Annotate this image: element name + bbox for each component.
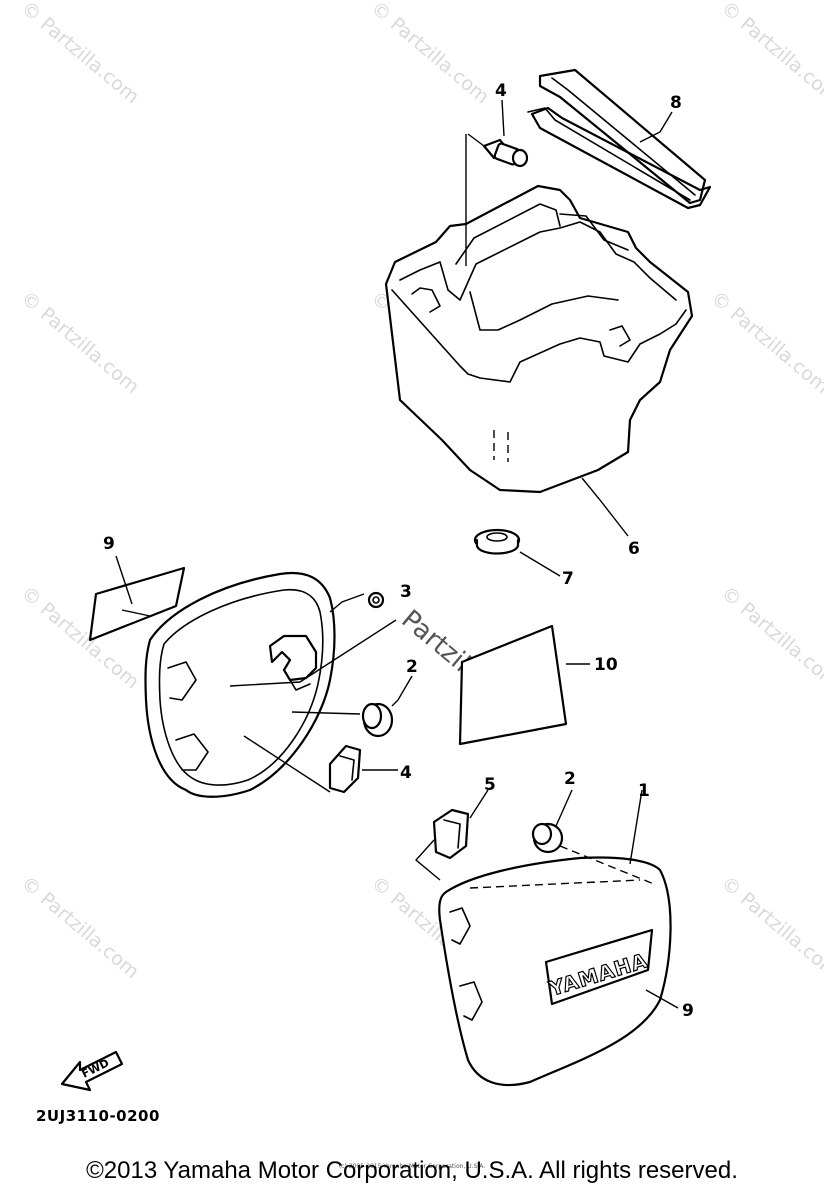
- callout-9a: 9: [103, 534, 115, 554]
- callout-6: 7: [562, 569, 574, 589]
- strap-part: [527, 68, 712, 210]
- callout-4b: 5: [484, 775, 496, 795]
- damper-upper-part: [361, 702, 394, 738]
- callout-2b: 2: [564, 769, 576, 789]
- callouts: 4 8 6 7 9 3 10 2 4 5 2 1 9: [103, 81, 694, 1021]
- label-sheet-part: [458, 624, 568, 746]
- washer-part: [367, 591, 385, 609]
- callout-7: 4: [495, 81, 507, 101]
- callout-8: 8: [670, 93, 682, 113]
- small-copyright: (c) 2005-2015 Yamaha Motor Corporation, …: [338, 1163, 486, 1170]
- fwd-arrow-icon: FWD: [60, 1050, 124, 1092]
- decal-strip-part: [88, 566, 186, 642]
- watermark: © Partzilla.com: [17, 287, 143, 398]
- callout-1: 1: [638, 781, 650, 801]
- right-side-cover-part: YAMAHA: [438, 856, 672, 1087]
- watermark: © Partzilla.com: [17, 0, 143, 108]
- copyright-footer: ©2013 Yamaha Motor Corporation, U.S.A. A…: [86, 1157, 738, 1184]
- leader-lines: [115, 99, 679, 1009]
- grommet-part: [473, 528, 521, 555]
- callout-2a: 2: [406, 657, 418, 677]
- watermark-group: © Partzilla.com © Partzilla.com © Partzi…: [17, 0, 824, 983]
- bolt-part: [482, 138, 529, 168]
- damper-lower-part: [531, 822, 564, 854]
- clip-lower-part: [432, 808, 470, 860]
- watermark: © Partzilla.com: [717, 582, 824, 693]
- watermark: © Partzilla.com: [17, 872, 143, 983]
- watermark: © Partzilla.com: [717, 0, 824, 108]
- watermark: © Partzilla.com: [717, 872, 824, 983]
- watermark: © Partzilla.com: [367, 0, 493, 108]
- callout-3: 3: [400, 582, 412, 602]
- callout-4a: 4: [400, 763, 412, 783]
- battery-box-part: [384, 184, 694, 494]
- watermark: © Partzilla.com: [707, 287, 824, 398]
- diagram-code: 2UJ3110-0200: [36, 1107, 160, 1125]
- callout-9b: 9: [682, 1001, 694, 1021]
- parts-diagram: © Partzilla.com © Partzilla.com © Partzi…: [17, 0, 824, 1092]
- callout-10: 10: [594, 655, 618, 675]
- callout-5: 6: [628, 539, 640, 559]
- clip-upper-part: [328, 744, 362, 794]
